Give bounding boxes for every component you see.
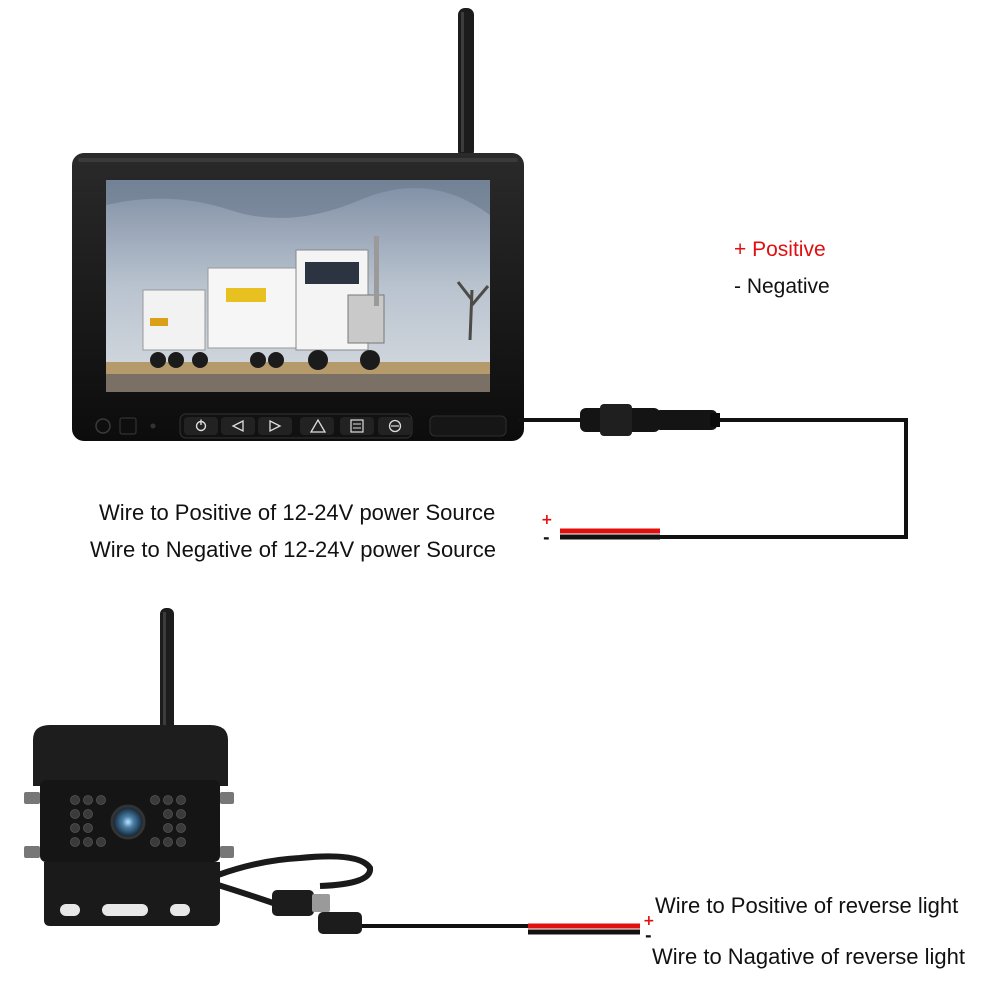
camera-cable <box>216 853 640 935</box>
power-icon[interactable] <box>184 417 218 435</box>
monitor-wire-positive-label: Wire to Positive of 12-24V power Source <box>99 500 496 525</box>
legend-negative: - Negative <box>734 275 830 298</box>
camera <box>24 608 234 926</box>
camera-switch-icon[interactable] <box>378 417 412 435</box>
legend-positive: + Positive <box>734 238 826 261</box>
menu-icon[interactable] <box>340 417 374 435</box>
speaker-grille <box>429 415 507 437</box>
monitor-buttons <box>184 417 412 435</box>
camera-sunshield <box>33 725 228 786</box>
monitor <box>72 8 524 441</box>
ir-led-array <box>70 795 186 847</box>
monitor-minus-sign: - <box>543 528 550 547</box>
camera-wire-negative-label: Wire to Nagative of reverse light <box>652 944 966 969</box>
monitor-wire-negative-label: Wire to Negative of 12-24V power Source <box>90 537 496 562</box>
camera-bracket <box>44 862 220 926</box>
right-arrow-icon[interactable] <box>258 417 292 435</box>
sensor-icon <box>95 418 111 434</box>
monitor-plus-sign: + <box>541 512 553 528</box>
monitor-screen <box>106 180 490 392</box>
camera-wire-positive-label: Wire to Positive of reverse light <box>655 893 959 918</box>
mode-icon[interactable] <box>300 417 334 435</box>
camera-lens <box>110 804 146 840</box>
monitor-cable <box>518 404 908 540</box>
camera-antenna <box>160 608 174 738</box>
left-arrow-icon[interactable] <box>221 417 255 435</box>
camera-minus-sign: - <box>645 926 652 945</box>
camera-plus-sign: + <box>643 913 655 929</box>
monitor-antenna <box>458 8 474 158</box>
